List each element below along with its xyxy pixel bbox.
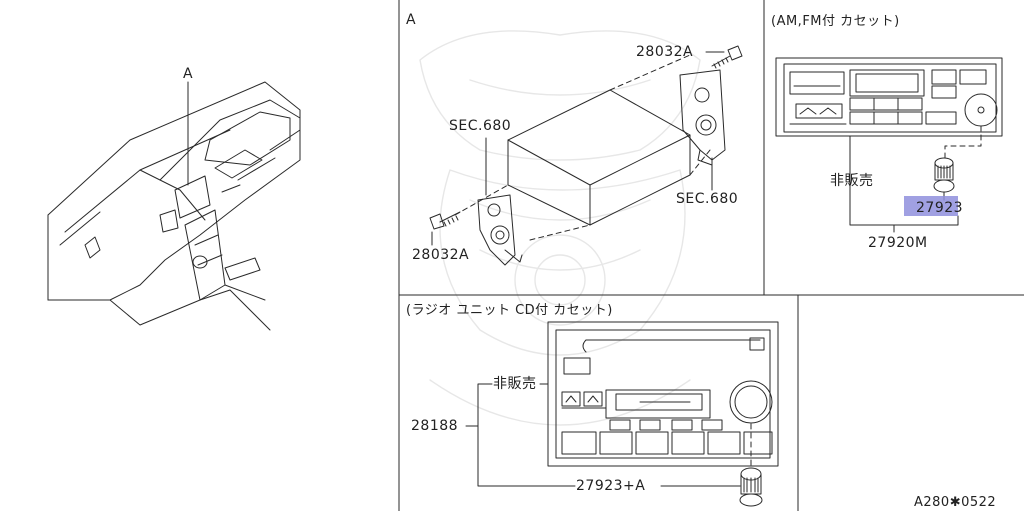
watermark-emblem	[420, 31, 700, 425]
part-label-sec680-right[interactable]: SEC.680	[676, 191, 739, 207]
drawing-code: A280✱0522	[914, 495, 997, 510]
part-label-27923[interactable]: 27923	[916, 200, 964, 216]
panel-borders	[399, 0, 1024, 511]
part-label-27923-a[interactable]: 27923+A	[576, 478, 646, 494]
cd-cassette-radio	[466, 322, 778, 506]
overview-a-label: A	[183, 66, 194, 82]
part-label-sec680-left[interactable]: SEC.680	[449, 118, 512, 134]
not-sold-label-cd: 非販売	[493, 376, 537, 392]
part-label-27920m[interactable]: 27920M	[868, 235, 928, 251]
part-label-28032a-top[interactable]: 28032A	[636, 44, 694, 60]
panel-a-title: A	[406, 12, 417, 28]
panel-cd-title: (ラジオ ユニット CD付 カセット)	[406, 303, 613, 318]
part-label-28188[interactable]: 28188	[411, 418, 459, 434]
not-sold-label-am-fm: 非販売	[830, 173, 874, 189]
panel-am-fm-title: (AM,FM付 カセット)	[771, 14, 900, 29]
am-fm-cassette-radio	[776, 58, 1002, 232]
part-label-28032a-bottom[interactable]: 28032A	[412, 247, 470, 263]
radio-unit-exploded	[430, 46, 742, 265]
dashboard-overview	[48, 82, 300, 330]
highlight-box-27923	[904, 196, 958, 216]
